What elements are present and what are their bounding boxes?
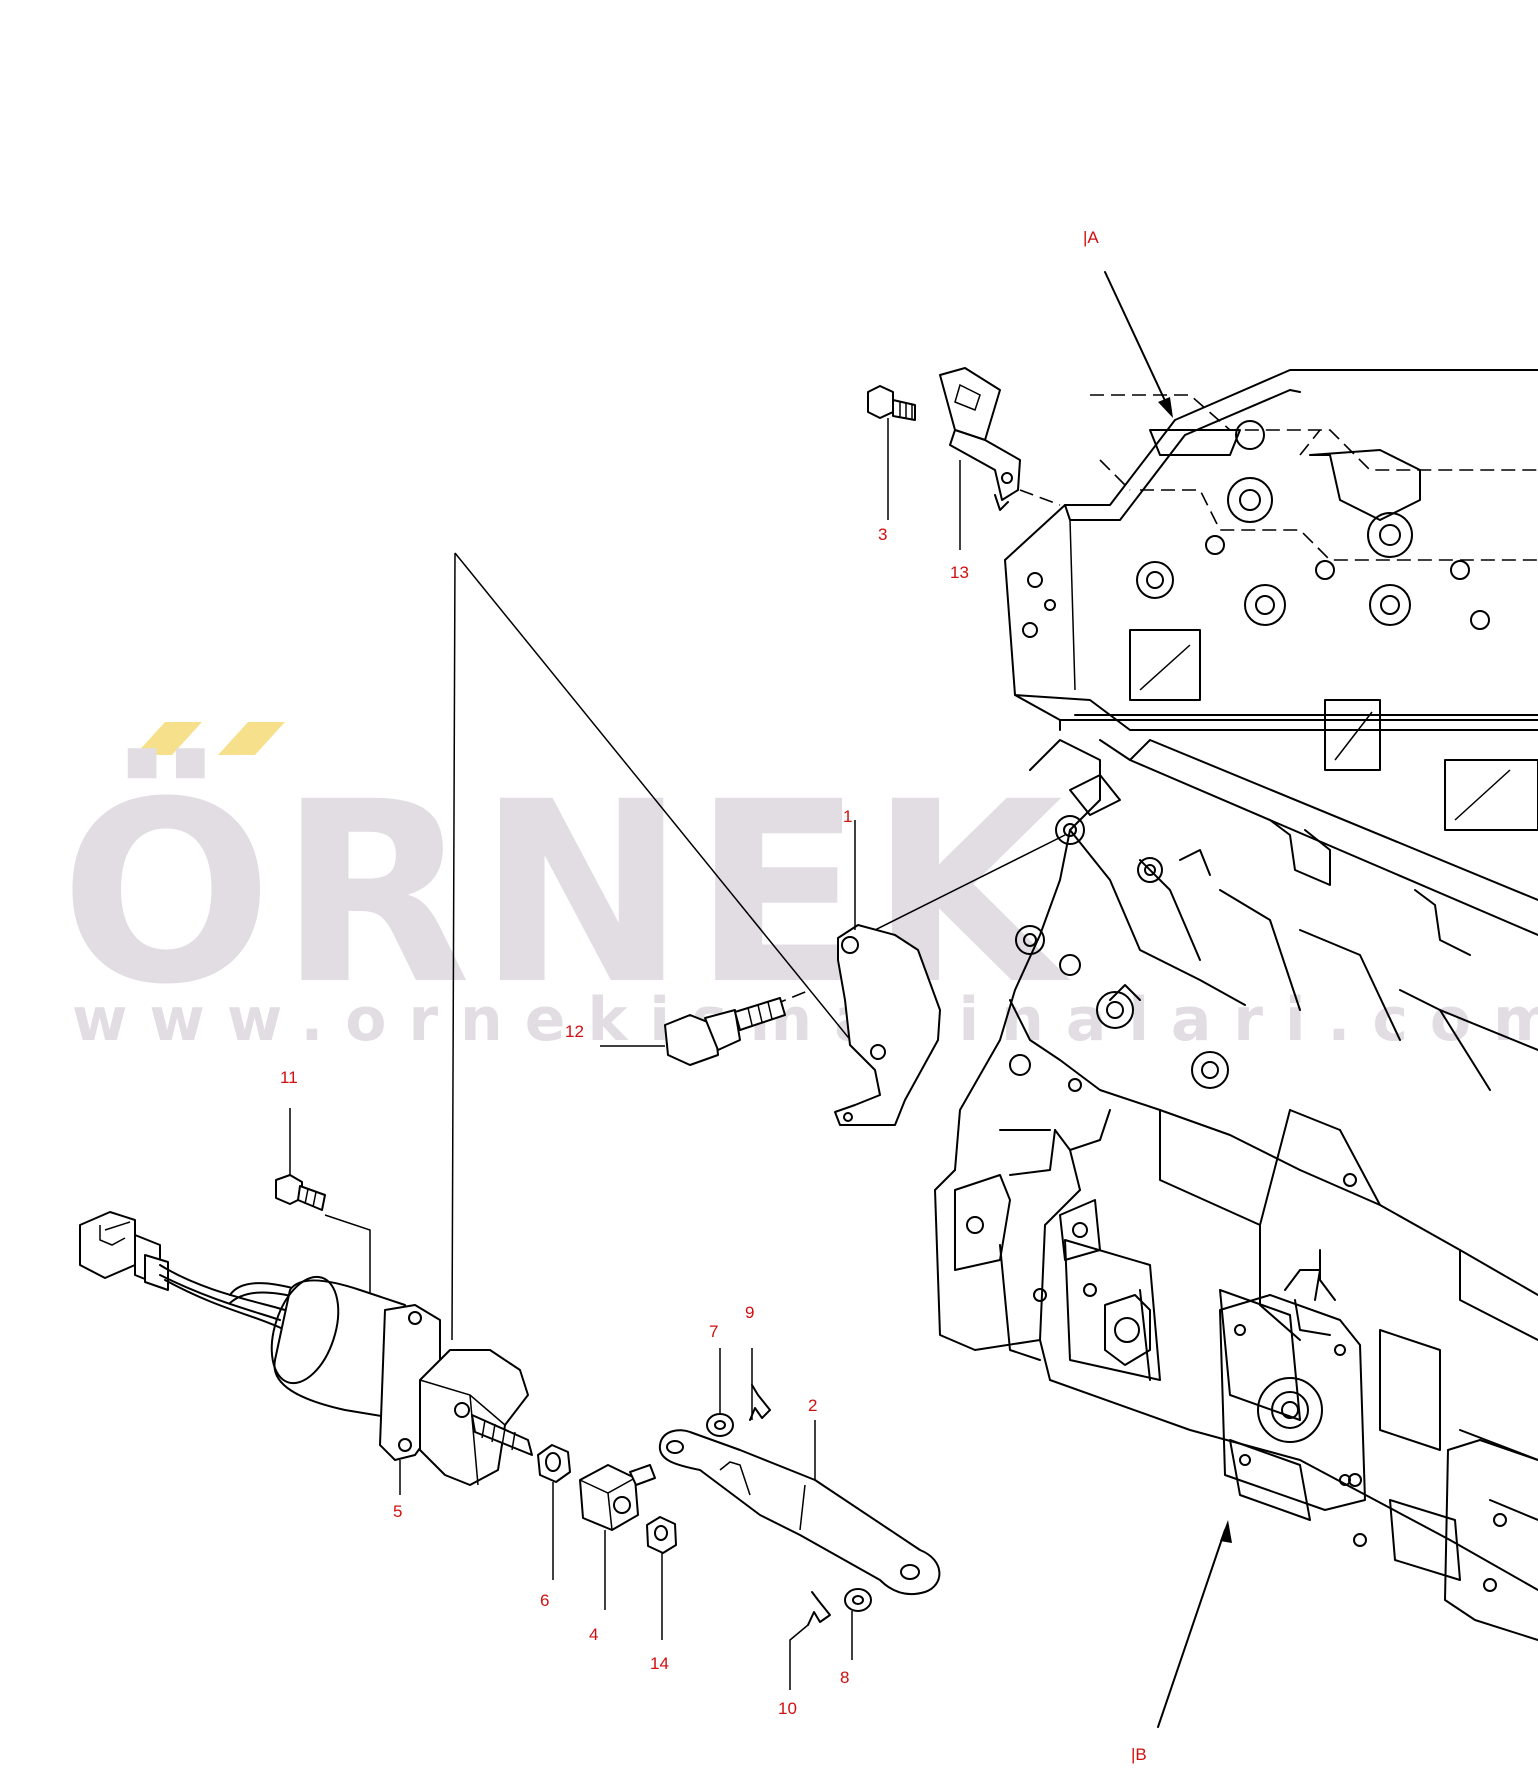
callout-10: 10 xyxy=(778,1699,797,1718)
watermark: ÖRNEK www.ornekismakinalari.com.tr xyxy=(60,722,1538,1055)
reference-arrow-b xyxy=(1157,1520,1232,1728)
callout-5: 5 xyxy=(393,1502,402,1521)
part-bolt-11 xyxy=(275,1108,326,1211)
part-washer-8 xyxy=(844,1588,872,1660)
leader-bracket-13 xyxy=(1019,489,1061,506)
callout-4: 4 xyxy=(589,1625,598,1644)
callout-14: 14 xyxy=(650,1654,669,1673)
watermark-accent-left xyxy=(135,722,202,755)
part-bolt-12 xyxy=(600,997,786,1066)
part-snap-pin-9 xyxy=(749,1348,771,1421)
callout-9: 9 xyxy=(745,1303,754,1322)
part-nut-14 xyxy=(646,1516,677,1640)
part-snap-pin-10 xyxy=(789,1591,831,1690)
reference-labels: |A |B xyxy=(1083,228,1147,1764)
leader-bracket-to-solenoid-vertical xyxy=(451,552,456,1341)
reference-arrow-a xyxy=(1104,271,1173,418)
callout-6: 6 xyxy=(540,1591,549,1610)
callout-7: 7 xyxy=(709,1322,718,1341)
leader-lines xyxy=(324,489,1066,1341)
part-bracket-1 xyxy=(834,820,941,1126)
part-bolt-3 xyxy=(867,385,916,520)
leader-bracket-to-block xyxy=(844,834,1066,946)
leader-bolt-11 xyxy=(324,1214,371,1300)
part-bracket-13 xyxy=(939,367,1021,550)
part-solenoid-5 xyxy=(79,1211,533,1495)
part-washer-7 xyxy=(706,1348,734,1437)
reference-label-a: |A xyxy=(1083,228,1099,247)
callouts: 1 2 3 4 5 6 7 8 9 10 11 12 13 14 xyxy=(280,525,969,1718)
part-lever-2 xyxy=(658,1420,941,1596)
callout-2: 2 xyxy=(808,1396,817,1415)
callout-11: 11 xyxy=(280,1068,298,1087)
callout-1: 1 xyxy=(843,807,852,826)
callout-13: 13 xyxy=(950,563,969,582)
callout-3: 3 xyxy=(878,525,887,544)
engine-block xyxy=(934,369,1538,1641)
callout-8: 8 xyxy=(840,1668,849,1687)
part-joint-4 xyxy=(579,1464,656,1610)
part-nut-6 xyxy=(537,1444,571,1580)
reference-label-b: |B xyxy=(1131,1745,1147,1764)
leader-bracket-to-solenoid-diagonal xyxy=(454,552,853,1043)
watermark-url: www.ornekismakinalari.com.tr xyxy=(72,985,1538,1055)
watermark-accent-right xyxy=(218,722,285,755)
callout-12: 12 xyxy=(565,1022,584,1041)
